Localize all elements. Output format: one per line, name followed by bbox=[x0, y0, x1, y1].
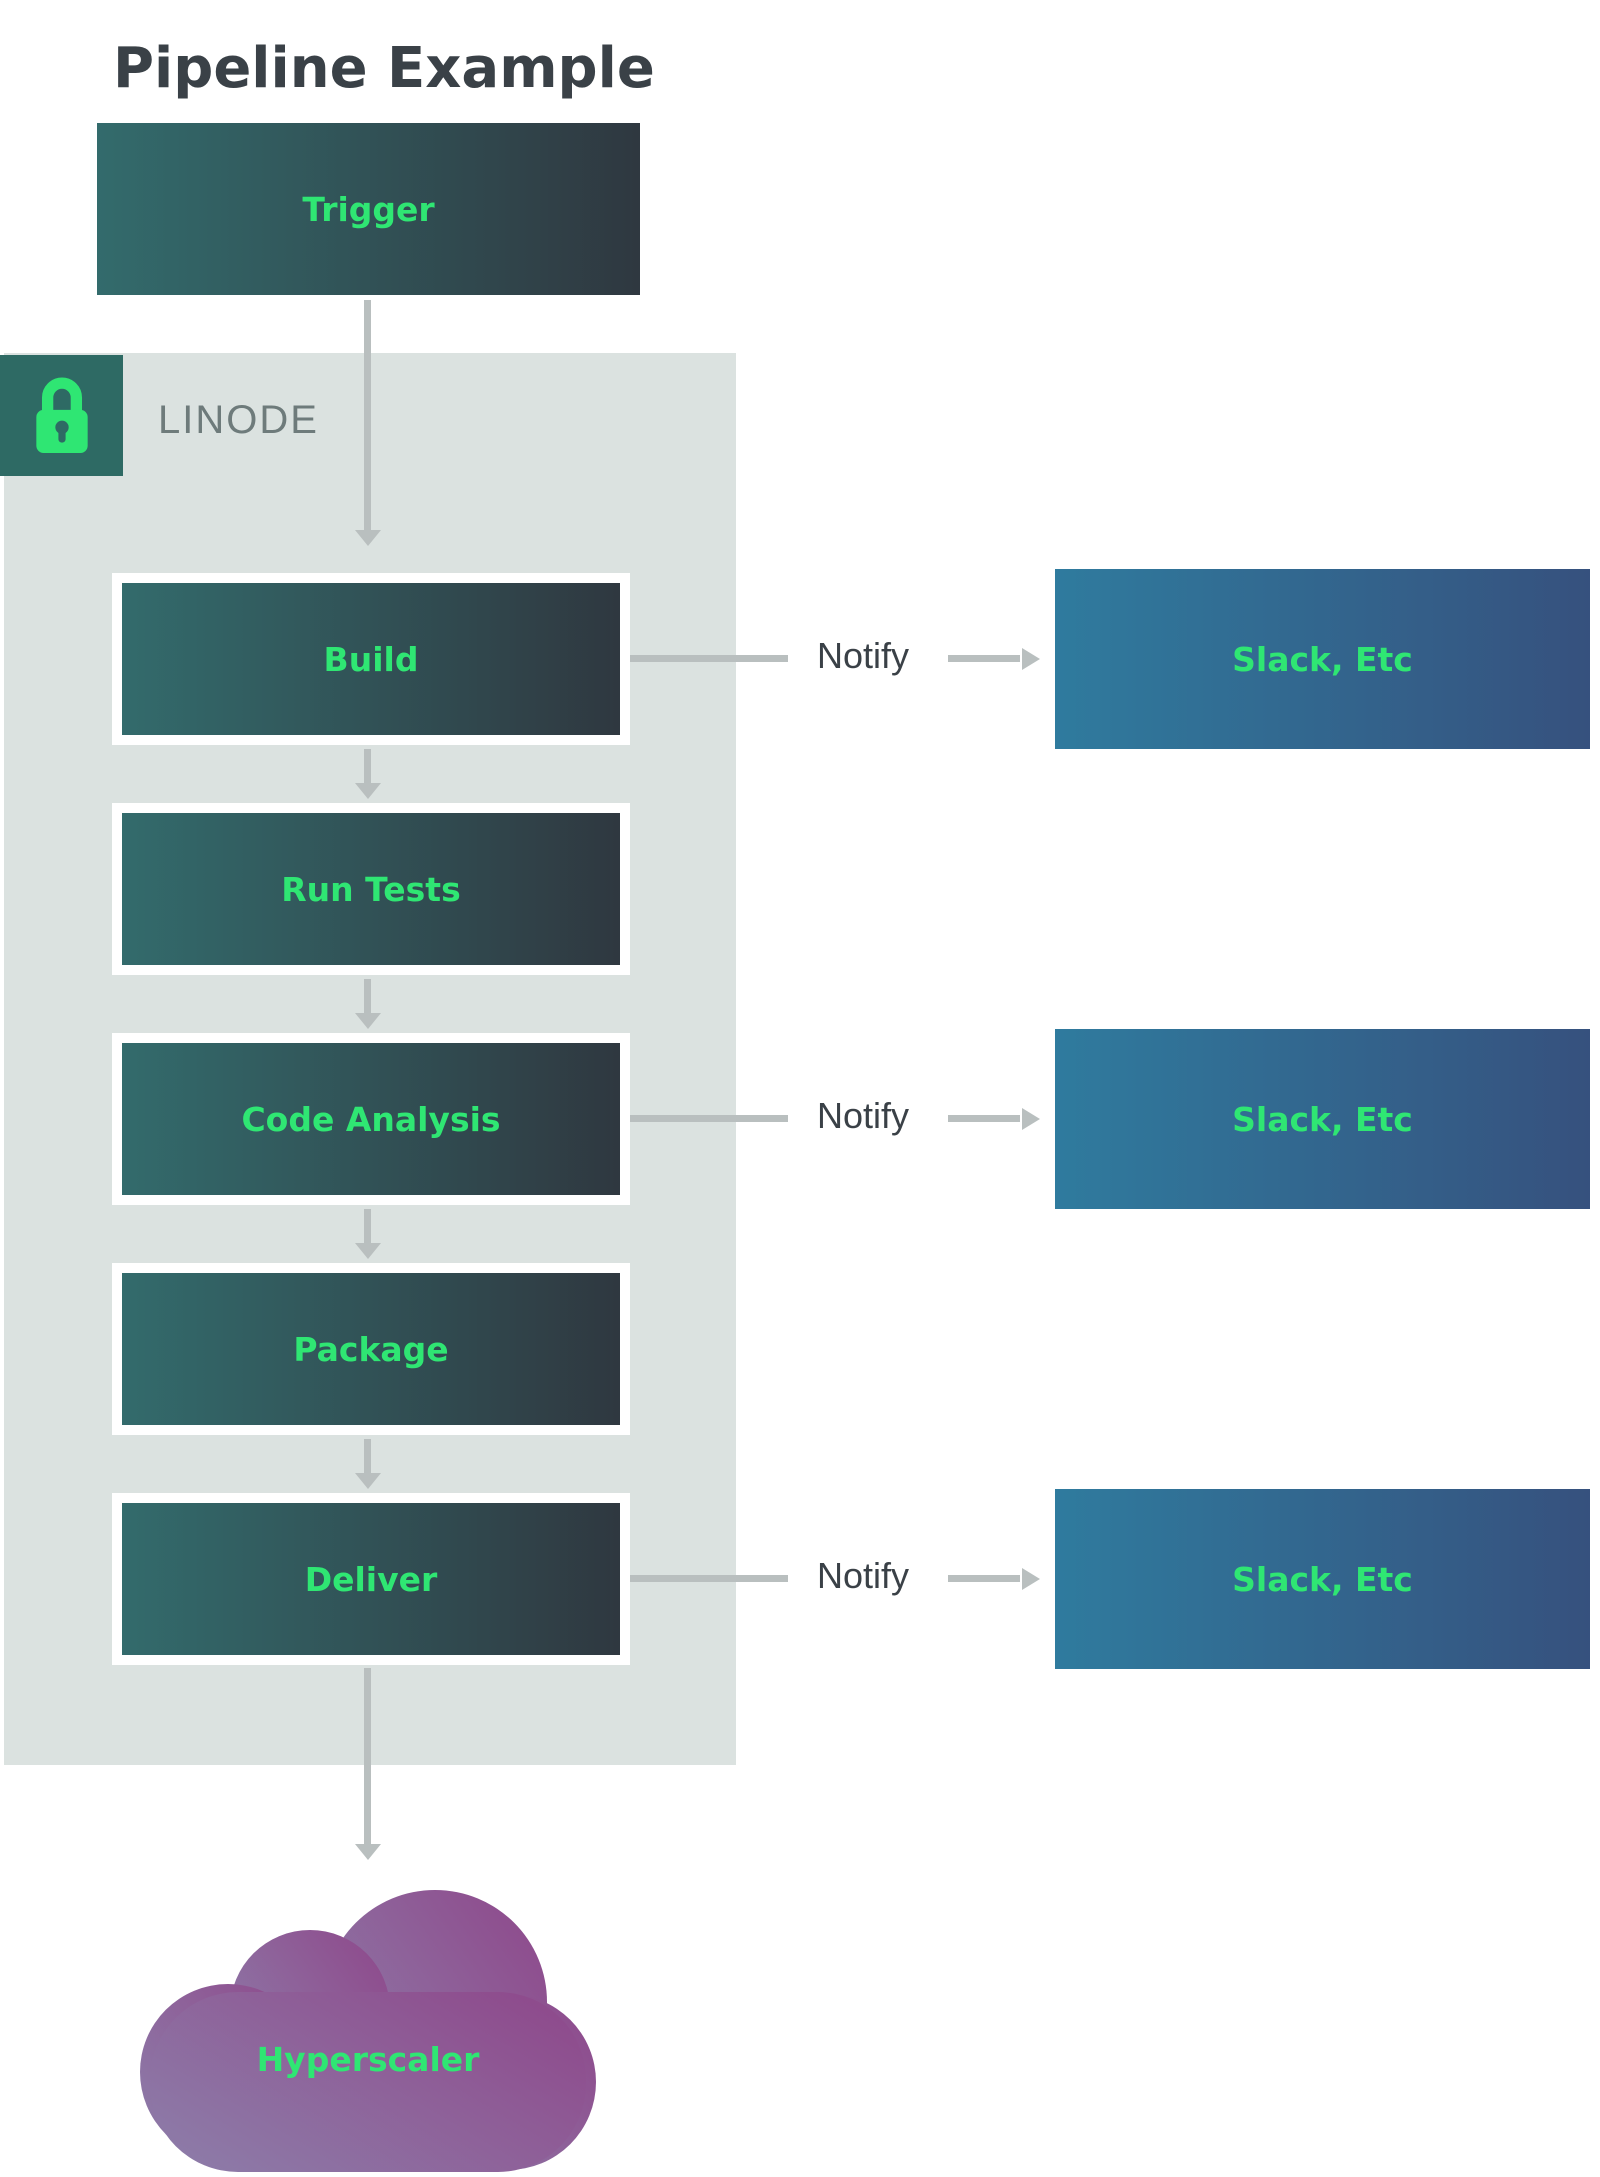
notify-target-box-deliver: Slack, Etc bbox=[1055, 1489, 1590, 1669]
trigger-label: Trigger bbox=[302, 189, 435, 229]
notify-target-label-code-analysis: Slack, Etc bbox=[1232, 1099, 1413, 1139]
notify-target-box-code-analysis: Slack, Etc bbox=[1055, 1029, 1590, 1209]
stage-label-deliver: Deliver bbox=[304, 1559, 438, 1599]
stage-box-inner-build: Build bbox=[122, 583, 620, 735]
notify-arrowhead-icon bbox=[1022, 1108, 1040, 1130]
notify-label-code-analysis: Notify bbox=[816, 1095, 910, 1136]
cloud-icon bbox=[140, 1890, 596, 2172]
notify-line-build bbox=[630, 655, 788, 662]
stage-box-package: Package bbox=[112, 1263, 630, 1435]
stage-box-run-tests: Run Tests bbox=[112, 803, 630, 975]
stage-box-inner-package: Package bbox=[122, 1273, 620, 1425]
notify-arrowhead-icon bbox=[1022, 1568, 1040, 1590]
stage-connector-arrowhead-icon bbox=[355, 1473, 381, 1489]
stage-box-inner-deliver: Deliver bbox=[122, 1503, 620, 1655]
notify-target-box-build: Slack, Etc bbox=[1055, 569, 1590, 749]
stage-label-package: Package bbox=[293, 1329, 449, 1369]
stage-connector-arrowhead-icon bbox=[355, 1243, 381, 1259]
stage-label-code-analysis: Code Analysis bbox=[241, 1099, 501, 1139]
stage-box-inner-code-analysis: Code Analysis bbox=[122, 1043, 620, 1195]
cloud-label: Hyperscaler bbox=[256, 2040, 480, 2079]
notify-arrowhead-icon bbox=[1022, 648, 1040, 670]
page-title: Pipeline Example bbox=[113, 35, 655, 101]
deliver-arrow-line bbox=[364, 1668, 371, 1844]
notify-arrow-line-deliver bbox=[948, 1575, 1020, 1582]
stage-connector-line-build bbox=[364, 749, 371, 783]
notify-arrow-line-code-analysis bbox=[948, 1115, 1020, 1122]
trigger-arrow-line bbox=[364, 300, 371, 530]
notify-arrow-line-build bbox=[948, 655, 1020, 662]
notify-line-deliver bbox=[630, 1575, 788, 1582]
lock-badge bbox=[0, 355, 123, 476]
notify-line-code-analysis bbox=[630, 1115, 788, 1122]
stage-connector-arrowhead-icon bbox=[355, 783, 381, 799]
notify-label-build: Notify bbox=[816, 635, 910, 676]
stage-box-inner-run-tests: Run Tests bbox=[122, 813, 620, 965]
notify-target-label-deliver: Slack, Etc bbox=[1232, 1559, 1413, 1599]
stage-connector-line-run-tests bbox=[364, 979, 371, 1013]
trigger-box: Trigger bbox=[97, 123, 640, 295]
stage-connector-line-package bbox=[364, 1439, 371, 1473]
stage-connector-arrowhead-icon bbox=[355, 1013, 381, 1029]
stage-box-build: Build bbox=[112, 573, 630, 745]
lock-icon bbox=[35, 377, 88, 453]
stage-label-run-tests: Run Tests bbox=[281, 869, 461, 909]
stage-box-deliver: Deliver bbox=[112, 1493, 630, 1665]
linode-group-label: LINODE bbox=[158, 398, 319, 442]
deliver-arrowhead-icon bbox=[355, 1844, 381, 1860]
hyperscaler-cloud: Hyperscaler bbox=[140, 1882, 596, 2172]
stage-box-code-analysis: Code Analysis bbox=[112, 1033, 630, 1205]
trigger-arrowhead-icon bbox=[355, 530, 381, 546]
notify-label-deliver: Notify bbox=[816, 1555, 910, 1596]
notify-target-label-build: Slack, Etc bbox=[1232, 639, 1413, 679]
stage-connector-line-code-analysis bbox=[364, 1209, 371, 1243]
stage-label-build: Build bbox=[323, 639, 419, 679]
